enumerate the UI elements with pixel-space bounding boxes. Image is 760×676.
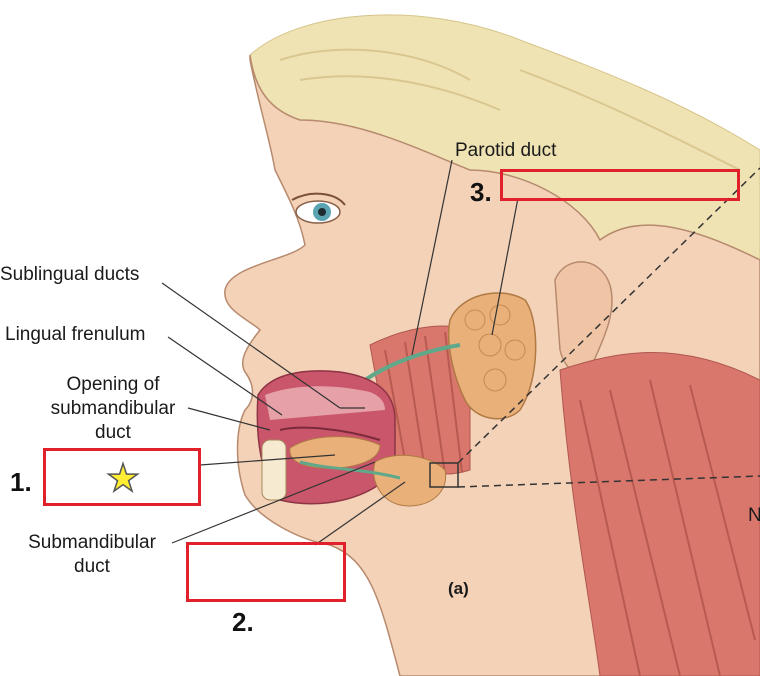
label-submandibular-line1: Submandibular <box>28 532 156 553</box>
answer-box-3[interactable] <box>500 169 740 201</box>
label-opening-line2: submandibular <box>50 398 176 419</box>
submandibular-gland <box>373 454 447 507</box>
label-lingual-frenulum: Lingual frenulum <box>5 324 146 345</box>
star-icon: ★ <box>105 456 141 500</box>
label-opening-line3: duct <box>95 422 131 443</box>
label-sublingual-ducts: Sublingual ducts <box>0 264 140 285</box>
answer-box-2[interactable] <box>186 542 346 602</box>
label-submandibular-line2: duct <box>74 556 110 577</box>
sublingual-gland <box>289 436 381 469</box>
label-opening-line1: Opening of <box>66 374 160 395</box>
label-parotid-duct: Parotid duct <box>455 140 557 161</box>
answer-box-1[interactable]: ★ <box>43 448 201 506</box>
box-number-2: 2. <box>232 607 254 637</box>
box-number-3: 3. <box>470 177 492 207</box>
panel-letter: (a) <box>448 579 469 598</box>
edge-letter: N <box>748 505 760 526</box>
box-number-1: 1. <box>10 467 32 497</box>
